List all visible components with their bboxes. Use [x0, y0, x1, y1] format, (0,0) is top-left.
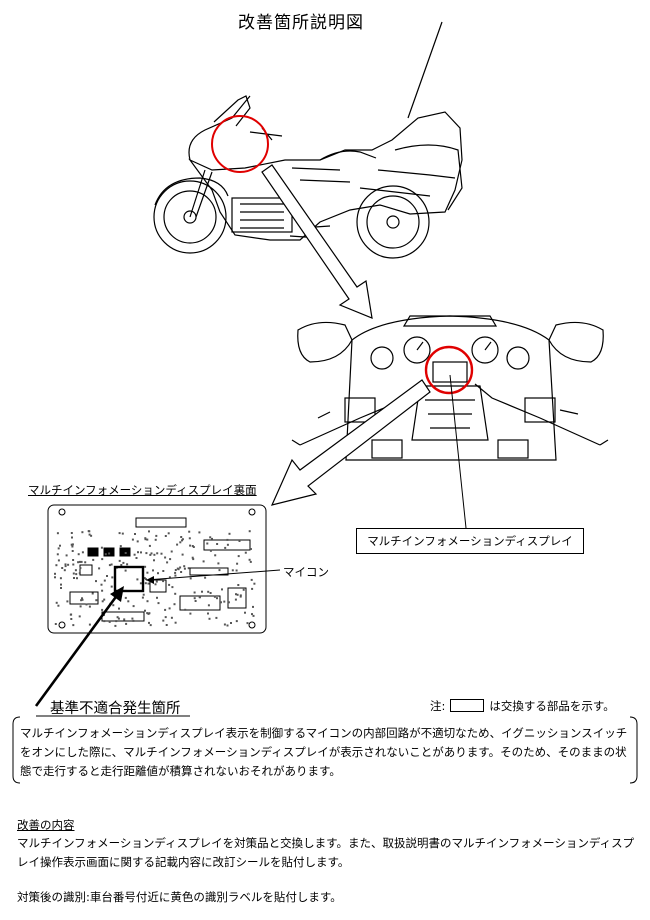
display-callout-label: マルチインフォメーションディスプレイ — [356, 528, 584, 554]
micon-chip-outline — [113, 565, 145, 593]
cockpit-illustration — [291, 315, 609, 461]
defect-pointer-line — [34, 593, 120, 707]
legend: 注: は交換する部品を示す。 — [430, 698, 615, 714]
improvement-heading: 改善の内容 — [17, 818, 75, 832]
legend-suffix: は交換する部品を示す。 — [489, 699, 615, 713]
pcb-backside-label: マルチインフォメーションディスプレイ裏面 — [28, 483, 257, 497]
highlight-circle-motorcycle — [211, 115, 269, 173]
defect-pointer-head — [110, 586, 124, 602]
description-bracket — [12, 716, 638, 784]
identification-text: 対策後の識別:車台番号付近に黄色の識別ラベルを貼付します。 — [17, 890, 342, 904]
pcb-components — [54, 530, 256, 627]
micon-pointer-head — [146, 576, 154, 584]
arrow-to-cockpit — [261, 164, 373, 319]
arrow-to-pcb — [270, 379, 431, 506]
defect-location-label: 基準不適合発生箇所 — [50, 701, 181, 717]
page-title: 改善箇所説明図 — [238, 13, 364, 33]
improvement-text: マルチインフォメーションディスプレイを対策品と交換します。また、取扱説明書のマル… — [17, 836, 635, 869]
micon-label: マイコン — [283, 565, 329, 579]
micon-pointer-line — [145, 569, 281, 581]
legend-prefix: 注: — [430, 699, 446, 713]
defect-description: マルチインフォメーションディスプレイ表示を制御するマイコンの内部回路が不適切なた… — [20, 726, 628, 778]
motorcycle-illustration — [153, 21, 463, 259]
legend-box-icon — [450, 699, 485, 712]
highlight-circle-display — [424, 345, 474, 395]
display-callout-line — [449, 374, 467, 529]
